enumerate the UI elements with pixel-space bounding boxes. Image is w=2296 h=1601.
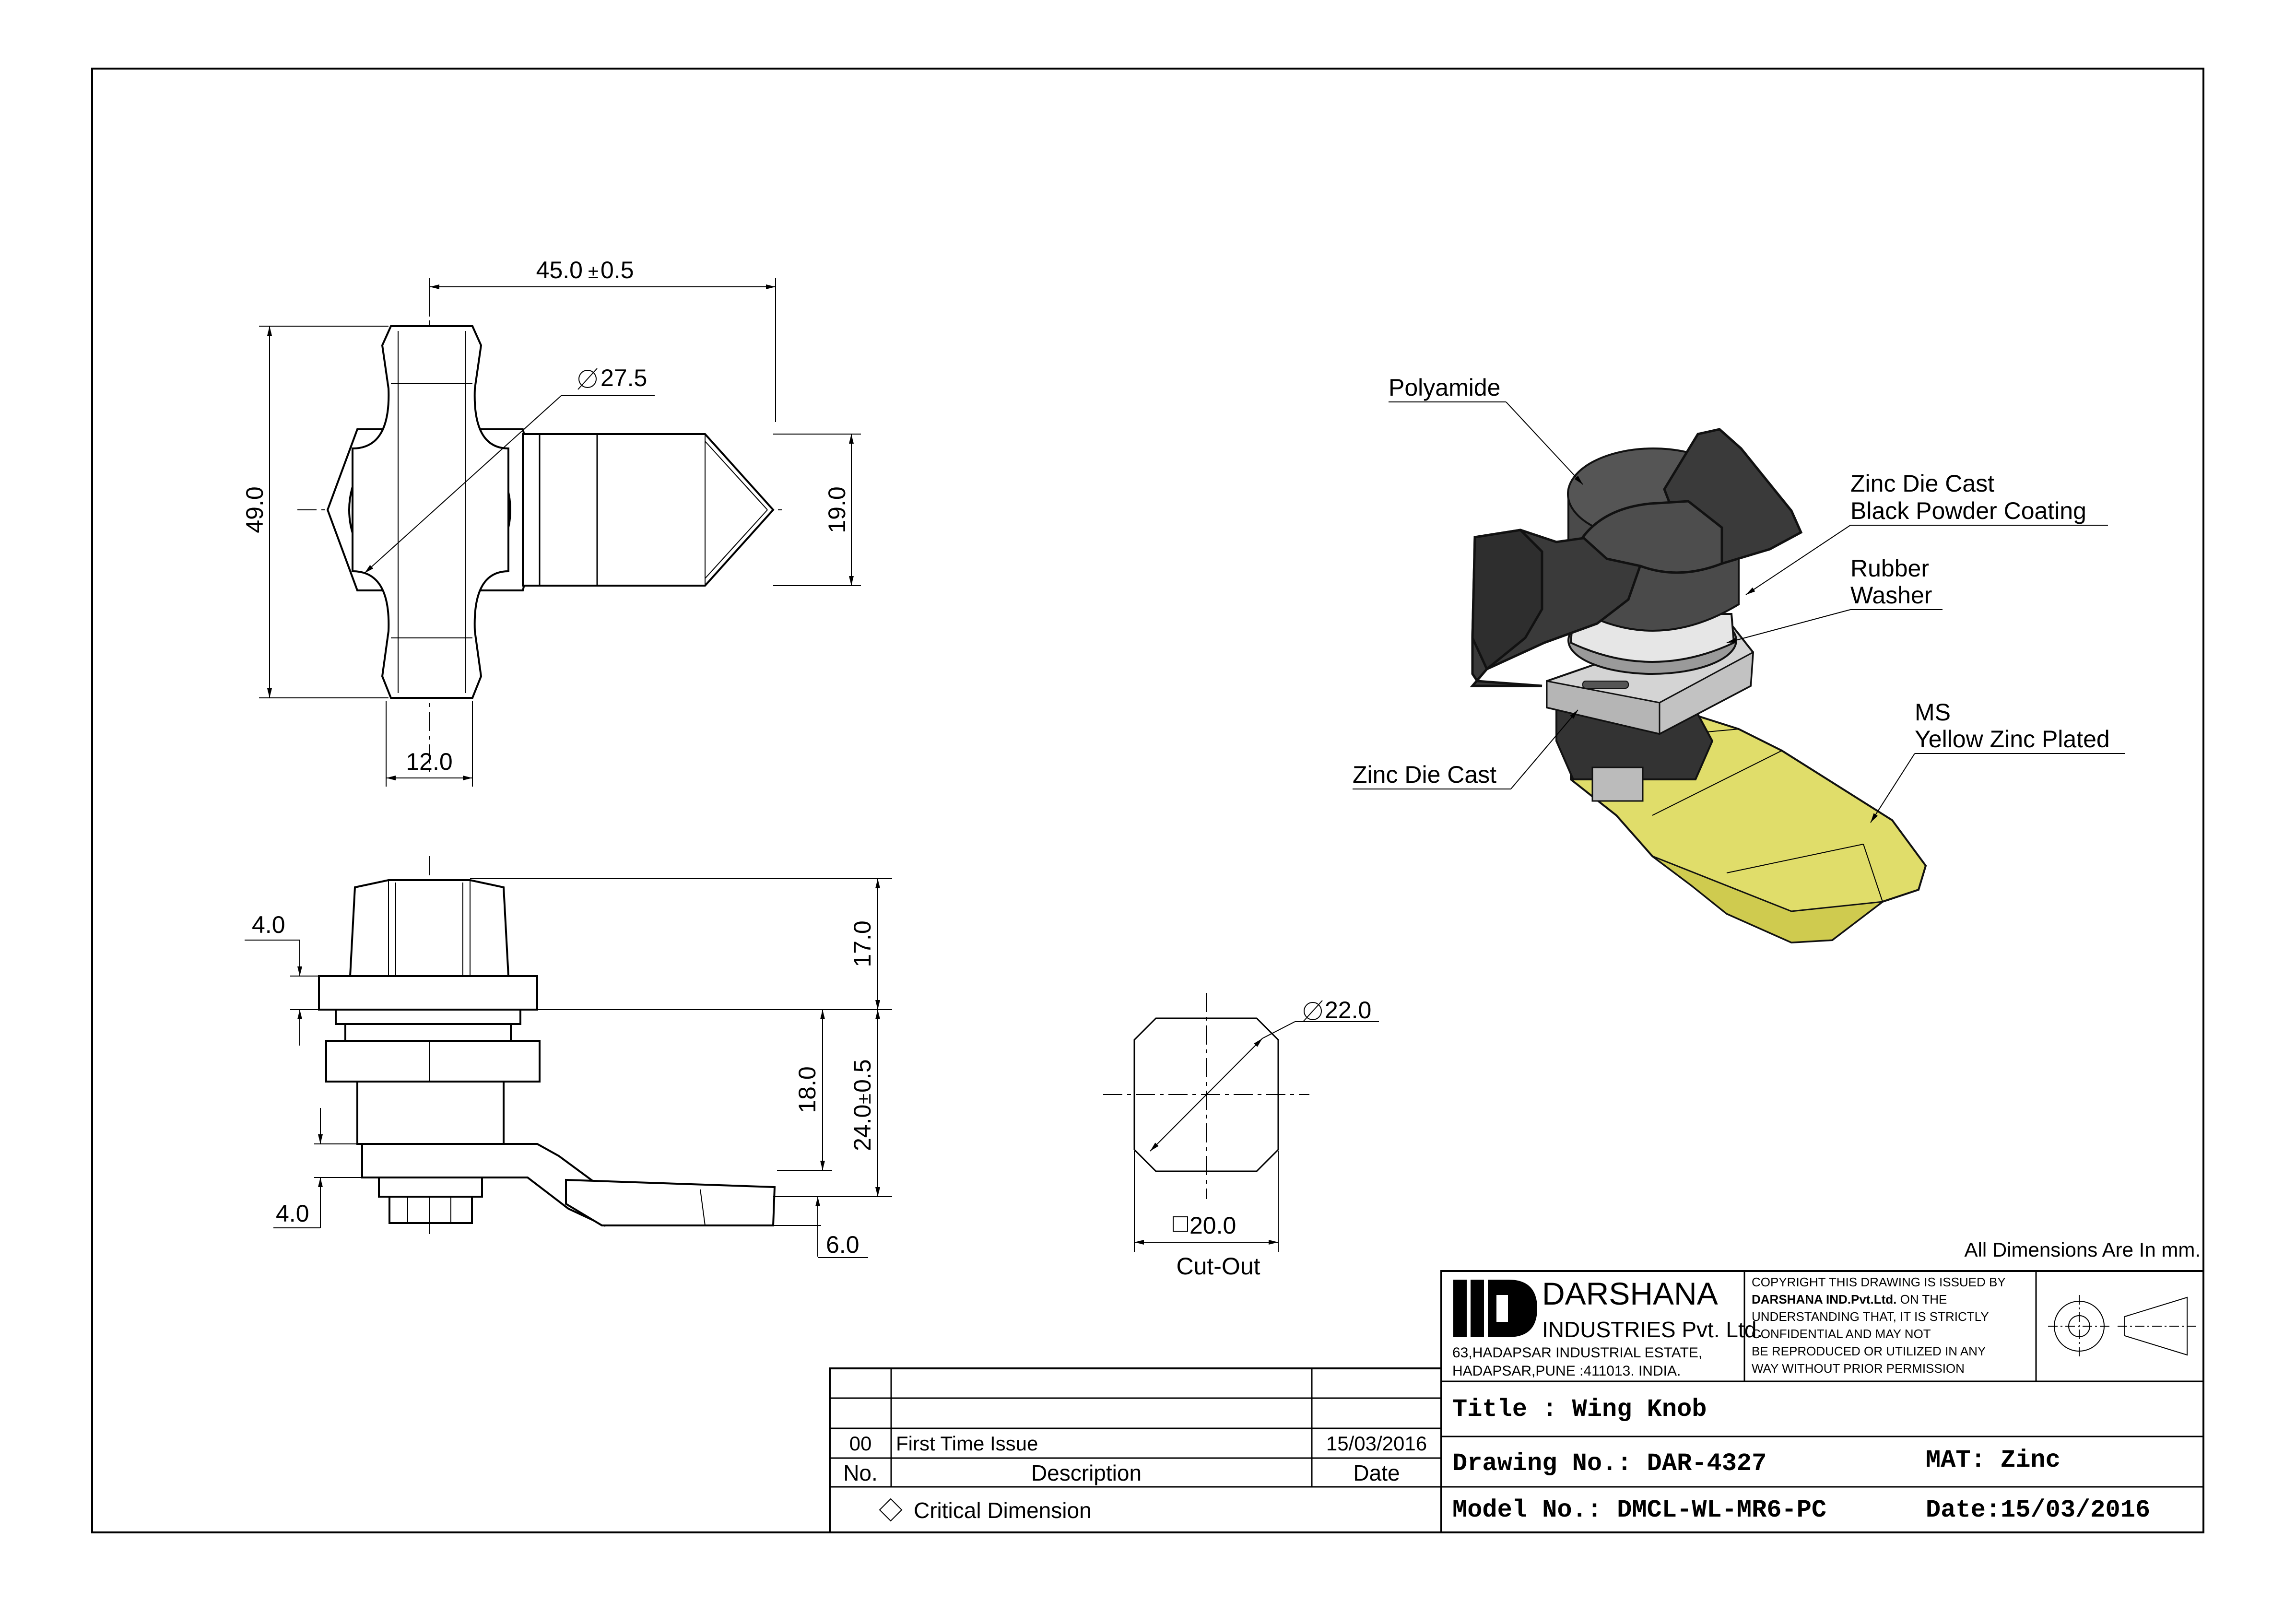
dim-cutout-square: 20.0 — [1189, 1212, 1236, 1239]
callout-polyamide: Polyamide — [1389, 374, 1500, 401]
top-view — [297, 288, 787, 775]
isometric-view — [1470, 428, 1927, 944]
model-number: Model No.: DMCL-WL-MR6-PC — [1452, 1496, 1826, 1524]
dim-side-4-top: 4.0 — [252, 911, 285, 938]
units-note: All Dimensions Are In mm. — [1965, 1238, 2201, 1261]
dim-side-4-bottom: 4.0 — [276, 1200, 309, 1227]
cutout-label: Cut-Out — [1176, 1253, 1260, 1280]
dim-height-49: 49.0 — [241, 486, 268, 533]
callout-rubber-line1: Rubber — [1850, 555, 1929, 582]
dim-boss-12: 12.0 — [406, 748, 452, 775]
dim-side-17: 17.0 — [849, 920, 876, 967]
material: MAT: Zinc — [1926, 1446, 2061, 1474]
drawing-date: Date:15/03/2016 — [1926, 1496, 2150, 1524]
revision-row-description: First Time Issue — [896, 1432, 1038, 1455]
copyright-line-2: DARSHANA IND.Pvt.Ltd. ON THE — [1752, 1292, 1947, 1307]
dim-side-18: 18.0 — [794, 1066, 821, 1113]
dim-width-45: 45.0 — [536, 257, 583, 283]
dim-width-tol: 0.5 — [600, 257, 634, 283]
callout-ms-line2: Yellow Zinc Plated — [1915, 726, 2110, 753]
dim-cutout-diameter: 22.0 — [1325, 997, 1371, 1024]
projection-symbol-icon — [2048, 1295, 2197, 1357]
dim-lever-19: 19.0 — [824, 486, 850, 533]
material-callouts: Polyamide Zinc Die Cast Black Powder Coa… — [1353, 374, 2125, 823]
callout-rubber-line2: Washer — [1850, 582, 1932, 609]
top-view-dimensions: 45.0 ± 0.5 49.0 19.0 12.0 27.5 — [241, 257, 861, 787]
revision-header-date: Date — [1353, 1460, 1400, 1485]
revision-table: 00 First Time Issue 15/03/2016 No. Descr… — [829, 1367, 1442, 1533]
critical-dimension-legend: Critical Dimension — [914, 1498, 1092, 1523]
revision-row-no: 00 — [849, 1432, 872, 1455]
callout-zinc-coating-line2: Black Powder Coating — [1850, 497, 2086, 524]
dim-side-24-tol-symbol: ± — [854, 1094, 875, 1104]
revision-header-description: Description — [1031, 1460, 1142, 1485]
callout-ms-line1: MS — [1915, 699, 1951, 726]
title-block: DARSHANA INDUSTRIES Pvt. Ltd. 63,HADAPSA… — [1440, 1270, 2204, 1533]
copyright-line-3: UNDERSTANDING THAT, IT IS STRICTLY — [1752, 1309, 1989, 1324]
company-address-2: HADAPSAR,PUNE :411013. INDIA. — [1452, 1363, 1681, 1379]
copyright-line-5: BE REPRODUCED OR UTILIZED IN ANY — [1752, 1344, 1986, 1358]
dim-side-6: 6.0 — [826, 1231, 860, 1258]
drawing-title: Title : Wing Knob — [1452, 1395, 1707, 1424]
copyright-line-1: COPYRIGHT THIS DRAWING IS ISSUED BY — [1752, 1275, 2006, 1289]
critical-diamond-icon — [879, 1498, 903, 1522]
dim-side-24-tol: 0.5 — [849, 1059, 876, 1093]
company-logo — [1453, 1280, 1537, 1337]
revision-row-date: 15/03/2016 — [1326, 1432, 1427, 1455]
copyright-line-6: WAY WITHOUT PRIOR PERMISSION — [1752, 1361, 1965, 1376]
company-subname: INDUSTRIES Pvt. Ltd. — [1542, 1317, 1763, 1342]
side-view — [318, 856, 776, 1237]
company-address-1: 63,HADAPSAR INDUSTRIAL ESTATE, — [1452, 1345, 1702, 1361]
drawing-number: Drawing No.: DAR-4327 — [1452, 1449, 1766, 1478]
side-view-dimensions: 17.0 18.0 24.0 ± 0.5 6.0 4.0 4.0 — [245, 878, 892, 1258]
copyright-line-4: CONFIDENTIAL AND MAY NOT — [1752, 1327, 1931, 1341]
callout-zinc-die-cast: Zinc Die Cast — [1353, 761, 1496, 788]
dim-side-24: 24.0 — [849, 1105, 876, 1151]
company-name: DARSHANA — [1542, 1276, 1718, 1311]
callout-zinc-coating-line1: Zinc Die Cast — [1850, 470, 1994, 497]
dim-tol-symbol: ± — [588, 261, 599, 283]
dim-diameter-27-5: 27.5 — [600, 365, 647, 391]
revision-header-no: No. — [843, 1460, 878, 1485]
cutout-view: 22.0 20.0 Cut-Out — [1103, 993, 1379, 1280]
